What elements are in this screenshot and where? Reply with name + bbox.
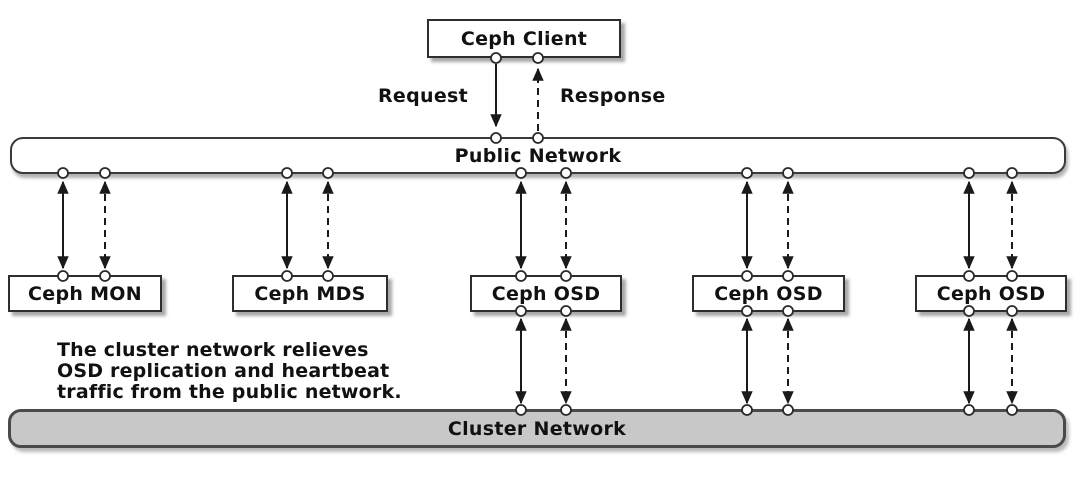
public-network-bar: Public Network: [10, 137, 1066, 174]
osd3-public-links: [963, 180, 1018, 270]
cluster-network-bar: Cluster Network: [8, 409, 1066, 448]
cluster-network-label: Cluster Network: [447, 417, 627, 440]
ceph-mon-label: Ceph MON: [28, 282, 142, 305]
response-label: Response: [560, 85, 666, 107]
ceph-osd-box-3: Ceph OSD: [915, 275, 1067, 312]
note-line-3: traffic from the public network.: [57, 381, 402, 403]
request-label: Request: [378, 85, 469, 107]
ceph-mds-label: Ceph MDS: [254, 282, 366, 305]
ceph-osd-box-2: Ceph OSD: [692, 275, 845, 312]
osd2-cluster-links: [741, 317, 794, 405]
ceph-mds-box: Ceph MDS: [232, 275, 388, 312]
osd1-public-links: [515, 180, 572, 270]
osd1-cluster-links: [515, 317, 572, 405]
cluster-network-note: The cluster network relieves OSD replica…: [57, 340, 402, 403]
osd3-cluster-links: [963, 317, 1018, 405]
note-line-2: OSD replication and heartbeat: [57, 360, 390, 382]
osd2-public-links: [741, 180, 794, 270]
note-line-1: The cluster network relieves: [57, 339, 369, 361]
mon-public-links: [57, 180, 111, 270]
ceph-osd-label-2: Ceph OSD: [714, 282, 823, 305]
ceph-osd-label-1: Ceph OSD: [491, 282, 601, 305]
ceph-mon-box: Ceph MON: [8, 275, 162, 312]
ceph-client-label: Ceph Client: [460, 27, 588, 50]
mds-public-links: [281, 180, 334, 270]
ceph-osd-box-1: Ceph OSD: [470, 275, 622, 312]
public-network-label: Public Network: [454, 144, 622, 167]
ceph-osd-label-3: Ceph OSD: [936, 282, 1046, 305]
ceph-client-box: Ceph Client: [427, 19, 621, 58]
